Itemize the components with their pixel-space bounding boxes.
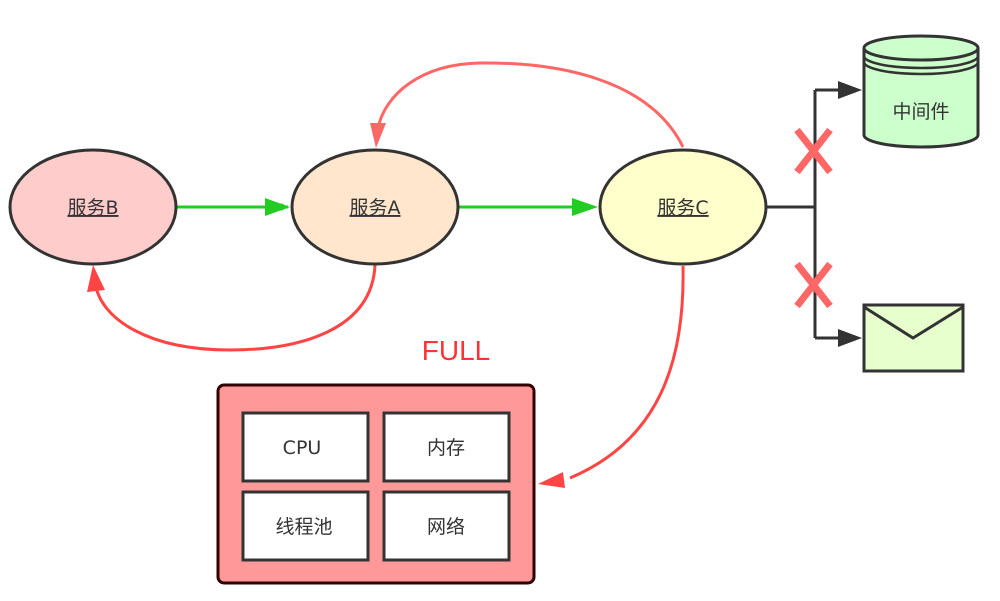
- resource-cell-threadpool[interactable]: 线程池: [241, 490, 370, 562]
- arrow-to-middleware-head: [838, 81, 862, 99]
- middleware-database-icon[interactable]: 中间件: [862, 34, 980, 149]
- service-a-label: 服务A: [350, 197, 401, 219]
- resource-threadpool-label: 线程池: [275, 516, 332, 538]
- envelope-icon[interactable]: [862, 303, 965, 373]
- branch-connector: [766, 81, 862, 347]
- resource-pool: CPU 内存 线程池 网络: [216, 383, 536, 585]
- service-c-node[interactable]: 服务C: [598, 148, 768, 266]
- resource-cpu-label: CPU: [283, 437, 322, 459]
- resource-cell-network[interactable]: 网络: [382, 490, 511, 562]
- full-label: FULL: [422, 335, 490, 366]
- blocked-cross-icon-mail: [794, 261, 833, 309]
- resource-cell-memory[interactable]: 内存: [382, 411, 511, 483]
- edge-a-to-b-head: [87, 265, 105, 292]
- edge-c-to-pool-head: [538, 472, 565, 488]
- resource-cell-cpu[interactable]: CPU: [241, 411, 370, 483]
- middleware-label: 中间件: [892, 101, 949, 123]
- resource-network-label: 网络: [427, 516, 465, 538]
- service-b-label: 服务B: [67, 197, 118, 219]
- edge-a-to-c-head: [572, 198, 598, 216]
- arrow-to-mail-head: [838, 329, 862, 347]
- edge-c-to-a-head: [370, 123, 386, 148]
- edge-b-to-a-head: [265, 198, 290, 216]
- service-c-label: 服务C: [657, 197, 708, 219]
- service-a-node[interactable]: 服务A: [290, 148, 460, 266]
- edge-a-to-b-failure: [93, 264, 377, 352]
- edge-c-to-pool: [569, 265, 685, 480]
- blocked-cross-icon-middleware: [794, 127, 833, 175]
- edge-c-to-a-failure: [376, 61, 685, 148]
- service-b-node[interactable]: 服务B: [8, 148, 178, 266]
- resource-memory-label: 内存: [427, 437, 465, 459]
